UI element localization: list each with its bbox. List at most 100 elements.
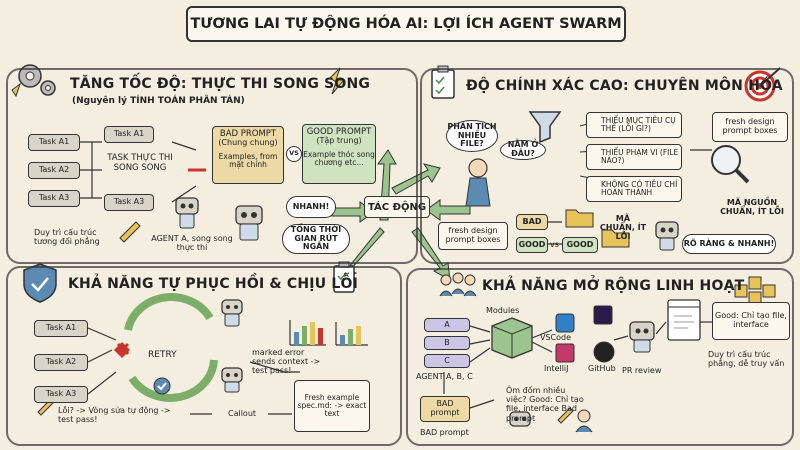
module-b-box: B <box>424 336 470 350</box>
funnel-icon <box>528 111 562 144</box>
team-icon <box>439 272 477 297</box>
speed-heading: TĂNG TỐC ĐỘ: THỰC THI SONG SONG <box>70 76 371 92</box>
folder-icon <box>601 229 630 248</box>
github-icon <box>593 341 615 363</box>
agent-abc-caption: AGENT A, B, C <box>416 372 473 381</box>
cubes-icon <box>734 276 776 305</box>
parallel-task-a1-box: Task A1 <box>104 126 154 143</box>
clipboard-icon <box>333 261 355 293</box>
accuracy-heading: ĐỘ CHÍNH XÁC CAO: CHUYÊN MÔN HÓA <box>466 78 783 94</box>
task-a2-box: Task A2 <box>28 162 80 179</box>
tool-vscode-label: VSCode <box>540 333 572 342</box>
res-task-a2-box: Task A2 <box>34 354 88 371</box>
res-task-a1-box: Task A1 <box>34 320 88 337</box>
error-x-icon <box>116 342 130 356</box>
retry-label: RETRY <box>148 350 177 360</box>
speed-structure-note: Duy trì cấu trúc tương đối phẳng <box>34 228 100 247</box>
robot-icon <box>509 411 531 427</box>
bar-chart-icon <box>335 322 368 346</box>
parallel-task-label: TASK THỰC THI SONG SONG <box>107 153 173 173</box>
checklist-item-criteria: KHÔNG CÓ TIÊU CHÍ HOÀN THÀNH <box>586 176 682 202</box>
module-cube-icon <box>491 317 533 359</box>
clear-fast-bubble: RÕ RÀNG & NHANH! <box>682 234 776 254</box>
scale-heading: KHẢ NĂNG MỞ RỘNG LINH HOẠT <box>482 278 745 294</box>
standard-code-label: MÃ CHUẨN, ÍT LỖI <box>599 214 647 242</box>
where-bubble: NẰM Ở ĐÂU? <box>500 140 546 160</box>
res-task-a3-box: Task A3 <box>34 386 88 403</box>
modules-label: Modules <box>486 306 520 315</box>
loop-note: Lỗi? -> Vòng sửa tự động -> test pass! <box>58 406 171 425</box>
task-a1-box: Task A1 <box>28 134 80 151</box>
target-icon <box>744 67 781 102</box>
pencil-icon <box>37 399 54 416</box>
pycharm-icon <box>593 305 613 325</box>
impact-center-label: TÁC ĐỘNG <box>364 196 430 218</box>
robot-icon <box>221 367 243 393</box>
parallel-task-a3-box: Task A3 <box>104 194 154 211</box>
overload-note: Ôm đồm nhiều việc? Good: Chỉ tạo file, i… <box>506 386 584 423</box>
module-a-box: A <box>424 318 470 332</box>
agent-a-caption: AGENT A, song song thực thi <box>151 234 233 253</box>
task-a3-box: Task A3 <box>28 190 80 207</box>
good-prompt-card: GOOD PROMPT (Tập trung) Example thóc son… <box>302 124 376 184</box>
folder-icon <box>565 209 594 228</box>
analyze-files-bubble: PHÂN TÍCH NHIỀU FILE? <box>446 120 498 152</box>
checklist-item-goal: THIẾU MỤC TIÊU CỤ THỂ (LỖI GÌ?) <box>586 112 682 138</box>
bad-prompt-sub: (Chung chung) <box>218 138 278 148</box>
browser-window-icon <box>667 299 701 341</box>
fast-bubble: NHANH! <box>286 196 336 218</box>
good-prompt-title: GOOD PROMPT <box>306 127 372 137</box>
source-quality-label: MÃ NGUỒN CHUẨN, ÍT LỖI <box>720 198 784 217</box>
lightning-icon <box>11 82 21 98</box>
speed-panel <box>6 68 418 264</box>
bad-prompt-caption: BAD prompt <box>420 428 469 437</box>
vs-badge: VS <box>286 146 302 162</box>
total-time-bubble: TỔNG THỜI GIAN RÚT NGẮN <box>282 224 350 254</box>
bad-label: BAD <box>516 214 548 230</box>
accuracy-vs: vs <box>550 240 559 249</box>
page-title: TƯƠNG LAI TỰ ĐỘNG HÓA AI: LỢI ÍCH AGENT … <box>190 16 622 32</box>
fresh-spec-box: Fresh example spec.md: -> exact text <box>294 380 370 432</box>
person-icon <box>575 409 593 433</box>
flat-structure-note: Duy trì cấu trúc phẳng, dễ truy vấn <box>708 350 785 369</box>
scale-panel <box>406 268 794 446</box>
fresh-design-box-right: fresh design prompt boxes <box>712 112 788 142</box>
pencil-icon <box>557 407 574 424</box>
good-file-interface-box: Good: Chỉ tạo file, interface <box>712 302 790 340</box>
vscode-icon <box>555 313 575 333</box>
resilience-panel <box>6 266 402 446</box>
checklist-item-scope: THIẾU PHẠM VI (FILE NÀO?) <box>586 144 682 170</box>
pr-review-label: PR review <box>622 366 662 375</box>
good-label-right: GOOD <box>562 237 598 253</box>
title-banner: TƯƠNG LAI TỰ ĐỘNG HÓA AI: LỢI ÍCH AGENT … <box>186 6 626 42</box>
robot-icon <box>235 205 263 241</box>
bad-prompt-title: BAD PROMPT <box>219 129 277 139</box>
thinking-person-icon <box>465 158 491 207</box>
robot-icon <box>221 299 243 327</box>
arrow-left <box>425 199 471 221</box>
resilience-heading: KHẢ NĂNG TỰ PHỤC HỒI & CHỊU LỖI <box>68 276 358 292</box>
fresh-design-box-left: fresh design prompt boxes <box>438 222 508 250</box>
bad-prompt-example: Examples, from mặt chính <box>218 152 278 170</box>
accuracy-panel <box>420 68 794 264</box>
robot-icon <box>655 221 679 251</box>
robot-icon <box>629 321 655 353</box>
good-prompt-example: Example thóc song chương etc... <box>303 150 375 168</box>
magnifier-icon <box>711 145 750 184</box>
callout-label: Callout <box>228 409 257 418</box>
pencil-icon <box>119 221 141 243</box>
speed-subheading: (Nguyên lý TÍNH TOÁN PHÂN TÁN) <box>72 96 245 106</box>
good-prompt-sub: (Tập trung) <box>316 136 362 146</box>
intellij-icon <box>555 343 575 363</box>
module-c-box: C <box>424 354 470 368</box>
check-badge-icon <box>153 377 171 395</box>
bad-prompt-card: BAD PROMPT (Chung chung) Examples, from … <box>212 126 284 184</box>
marked-error-note: marked error sends context -> test pass! <box>252 348 321 376</box>
bad-prompt-box: BAD prompt <box>420 396 470 422</box>
tool-intellij-label: IntelliJ <box>544 364 569 373</box>
good-label-left: GOOD <box>516 237 548 253</box>
tool-github-label: GitHub <box>588 364 616 373</box>
robot-icon <box>175 197 199 229</box>
